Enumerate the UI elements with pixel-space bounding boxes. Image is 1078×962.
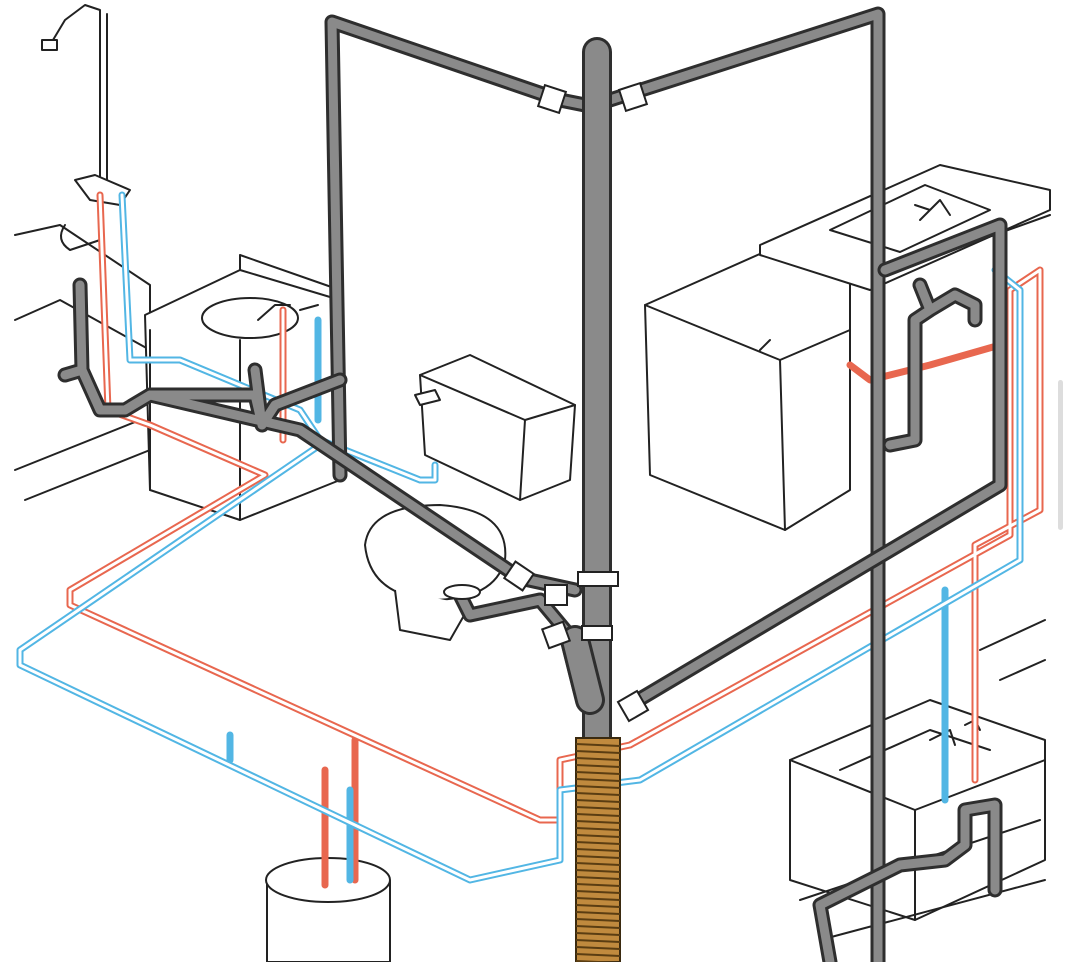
corrugation-rib	[575, 876, 621, 880]
corrugation-rib	[575, 904, 621, 908]
corrugation-rib	[575, 911, 621, 915]
corrugation-rib	[575, 778, 621, 782]
corrugation-rib	[575, 939, 621, 943]
branch-drain-kitchen	[622, 217, 1008, 713]
corrugation-rib	[575, 827, 621, 831]
corrugation-rib	[575, 946, 621, 950]
corrugation-rib	[575, 932, 621, 936]
vent-loop-left	[324, 14, 593, 483]
corrugation-rib	[575, 848, 621, 852]
corrugation-rib	[575, 785, 621, 789]
corrugation-rib	[575, 813, 621, 817]
corrugation-rib	[575, 750, 621, 754]
pipe-couplings	[502, 81, 650, 723]
corrugation-rib	[575, 890, 621, 894]
corrugation-rib	[575, 925, 621, 929]
corrugation-rib	[575, 834, 621, 838]
corrugation-rib	[575, 855, 621, 859]
corrugation-rib	[575, 862, 621, 866]
washing-machine	[644, 244, 851, 531]
corrugated-main-drain	[575, 737, 621, 962]
corrugation-rib	[575, 799, 621, 803]
corrugation-rib	[575, 820, 621, 824]
cold-water-supply-line	[16, 191, 1024, 884]
corrugation-rib	[575, 897, 621, 901]
toilet-flange	[443, 584, 481, 600]
corrugation-rib	[575, 960, 621, 962]
corrugation-rib	[575, 953, 621, 957]
laundry-sink-trap	[812, 797, 1003, 962]
corrugation-rib	[575, 743, 621, 747]
vent-loop-right	[602, 6, 886, 962]
scrollbar[interactable]	[1058, 380, 1063, 530]
corrugation-rib	[575, 918, 621, 922]
shower-head-and-riser	[41, 4, 131, 206]
corrugation-rib	[575, 841, 621, 845]
corrugation-rib	[575, 771, 621, 775]
corrugation-rib	[575, 757, 621, 761]
corrugation-rib	[575, 806, 621, 810]
toilet	[364, 354, 576, 641]
corrugation-rib	[575, 792, 621, 796]
corrugation-rib	[575, 869, 621, 873]
branch-drain-bathroom	[57, 277, 583, 598]
corrugation-rib	[575, 883, 621, 887]
corrugation-rib	[575, 764, 621, 768]
